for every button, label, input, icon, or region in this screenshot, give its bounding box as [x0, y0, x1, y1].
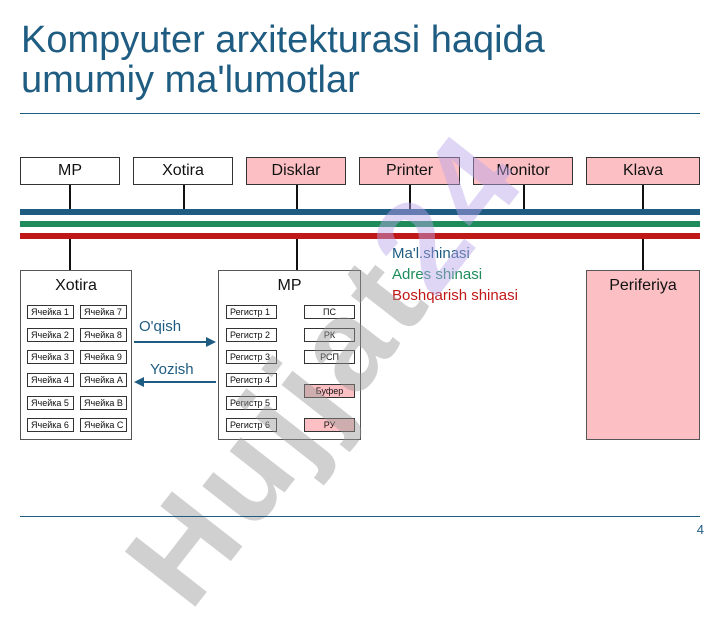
memory-cell: Ячейка B	[80, 396, 127, 410]
data-bus-line	[20, 209, 700, 215]
page-title: Kompyuter arxitekturasi haqida umumiy ma…	[21, 20, 681, 100]
memory-cell: Ячейка 9	[80, 350, 127, 364]
memory-cell: Ячейка 5	[27, 396, 74, 410]
unit-label: Printer	[385, 162, 434, 179]
read-label: O'qish	[139, 318, 182, 335]
memory-cell: Ячейка 2	[27, 328, 74, 342]
write-label: Yozish	[150, 361, 194, 378]
buffer-register: Буфер	[304, 384, 355, 398]
register: Регистр 6	[226, 418, 277, 432]
memory-cell: Ячейка A	[80, 373, 127, 387]
memory-panel: Xotira Ячейка 1 Ячейка 7 Ячейка 2 Ячейка…	[20, 270, 132, 440]
unit-mp: MP	[20, 157, 120, 185]
memory-cell: Ячейка 8	[80, 328, 127, 342]
cpu-panel: MP Регистр 1 Регистр 2 Регистр 3 Регистр…	[218, 270, 361, 440]
page-number: 4	[696, 522, 704, 537]
title-divider	[20, 113, 700, 114]
memory-cell: Ячейка C	[80, 418, 127, 432]
memory-cell: Ячейка 4	[27, 373, 74, 387]
write-arrow	[134, 377, 216, 387]
register: Регистр 4	[226, 373, 277, 387]
unit-printer: Printer	[359, 157, 460, 185]
control-bus-line	[20, 233, 700, 239]
memory-title: Xotira	[55, 277, 97, 294]
title-line-1: Kompyuter arxitekturasi haqida	[21, 19, 545, 61]
connector-xotira	[183, 185, 185, 211]
memory-cell: Ячейка 1	[27, 305, 74, 319]
read-write-arrows	[134, 337, 216, 387]
legend-data-bus: Ma'l.shinasi	[392, 245, 470, 262]
cpu-title: MP	[277, 277, 302, 294]
connector-periferiya-panel	[642, 239, 644, 270]
title-line-2: umumiy ma'lumotlar	[21, 59, 360, 101]
connector-klava	[642, 185, 644, 211]
unit-monitor: Monitor	[473, 157, 573, 185]
connector-monitor	[523, 185, 525, 211]
memory-cell: Ячейка 3	[27, 350, 74, 364]
connector-printer	[409, 185, 411, 211]
connector-disklar	[296, 185, 298, 211]
connector-mp	[69, 185, 71, 211]
register: Регистр 5	[226, 396, 277, 410]
unit-label: Xotira	[162, 162, 204, 179]
unit-label: Monitor	[496, 162, 550, 179]
special-register: РСП	[304, 350, 355, 364]
control-unit-register: РУ	[304, 418, 355, 432]
unit-klava: Klava	[586, 157, 700, 185]
legend-control-bus: Boshqarish shinasi	[392, 287, 518, 304]
unit-label: Klava	[622, 162, 664, 179]
special-register: РК	[304, 328, 355, 342]
register: Регистр 1	[226, 305, 277, 319]
register: Регистр 3	[226, 350, 277, 364]
legend-address-bus: Adres shinasi	[392, 266, 483, 283]
peripheral-title: Periferiya	[609, 277, 677, 294]
memory-cell: Ячейка 7	[80, 305, 127, 319]
footer-divider	[20, 516, 700, 517]
unit-disklar: Disklar	[246, 157, 346, 185]
unit-xotira: Xotira	[133, 157, 233, 185]
read-arrow	[134, 337, 216, 347]
special-register: ПС	[304, 305, 355, 319]
address-bus-line	[20, 221, 700, 227]
connector-xotira-panel	[69, 239, 71, 270]
register: Регистр 2	[226, 328, 277, 342]
unit-label: Disklar	[271, 162, 321, 179]
unit-label: MP	[58, 162, 82, 179]
bus-legend: Ma'l.shinasi Adres shinasi Boshqarish sh…	[392, 243, 518, 306]
connector-mp-panel	[296, 239, 298, 270]
memory-cell: Ячейка 6	[27, 418, 74, 432]
peripheral-panel: Periferiya	[586, 270, 700, 440]
